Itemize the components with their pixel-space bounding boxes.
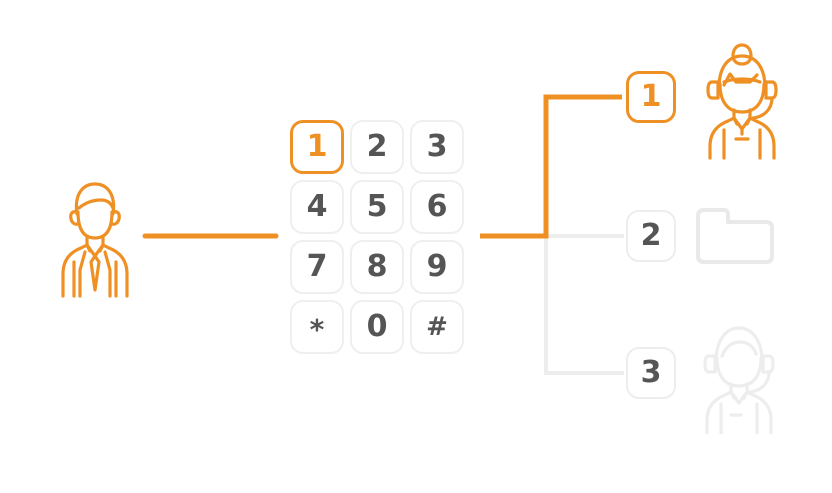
dialpad-key-5[interactable]: 5 [350, 180, 404, 234]
inactive-branch-group [544, 234, 624, 375]
dialpad-key-1[interactable]: 1 [290, 120, 344, 174]
dialpad-key-2[interactable]: 2 [350, 120, 404, 174]
dialpad-key-star[interactable]: * [290, 300, 344, 354]
dialpad-key-hash[interactable]: # [410, 300, 464, 354]
dialpad-key-9[interactable]: 9 [410, 240, 464, 294]
folder-icon [694, 204, 776, 268]
dialpad-key-4[interactable]: 4 [290, 180, 344, 234]
dialpad-key-8[interactable]: 8 [350, 240, 404, 294]
dialpad[interactable]: 1 2 3 4 5 6 7 8 9 * 0 # [290, 120, 464, 354]
active-route-line [480, 94, 622, 239]
headset-agent-female-icon [697, 42, 783, 160]
dialpad-key-7[interactable]: 7 [290, 240, 344, 294]
branch-line-3 [544, 234, 624, 375]
caller-businessman-icon [52, 178, 138, 298]
headset-agent-male-icon [694, 316, 780, 434]
route-option-key-3[interactable]: 3 [626, 347, 676, 399]
dialpad-key-6[interactable]: 6 [410, 180, 464, 234]
dialpad-key-0[interactable]: 0 [350, 300, 404, 354]
dialpad-key-3[interactable]: 3 [410, 120, 464, 174]
route-option-key-1[interactable]: 1 [626, 71, 676, 123]
route-option-key-2[interactable]: 2 [626, 210, 676, 262]
